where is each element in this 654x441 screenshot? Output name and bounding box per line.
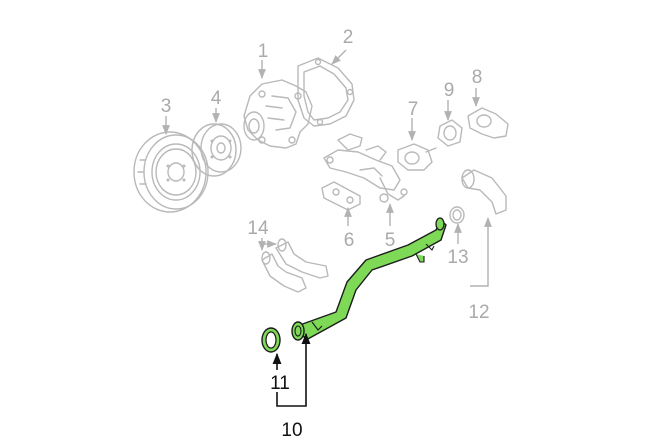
hub-part	[191, 123, 242, 177]
water-pump-part	[243, 79, 313, 149]
callout-14: 14	[247, 218, 269, 239]
callout-2: 2	[343, 27, 354, 48]
leader-lines	[162, 49, 492, 407]
callout-8: 8	[472, 67, 483, 88]
hose-clamp-part	[449, 206, 465, 224]
callout-7: 7	[408, 99, 419, 120]
coolant-hose-part	[461, 169, 507, 215]
outlet-part	[467, 107, 509, 139]
o-ring-part[interactable]	[261, 327, 281, 353]
callout-10: 10	[281, 420, 302, 441]
thermostat-gasket-part	[437, 119, 463, 147]
water-pipe-part[interactable]	[291, 217, 447, 341]
callout-1: 1	[258, 41, 269, 62]
callout-12: 12	[468, 302, 489, 323]
callout-4: 4	[211, 88, 222, 109]
thermostat-housing-part	[397, 143, 437, 171]
callout-5: 5	[385, 230, 396, 251]
callout-3: 3	[161, 96, 172, 117]
callout-6: 6	[344, 230, 355, 251]
callout-9: 9	[444, 80, 455, 101]
callout-labels: 1 2 3 4 5 6 7 8 9 10 11 12 13 14	[161, 27, 490, 441]
pulley-part	[133, 131, 209, 213]
callout-13: 13	[447, 247, 468, 268]
flange-part	[321, 181, 361, 211]
bypass-hoses-part	[261, 238, 329, 293]
callout-11: 11	[270, 373, 290, 394]
bracket-part	[323, 133, 408, 203]
